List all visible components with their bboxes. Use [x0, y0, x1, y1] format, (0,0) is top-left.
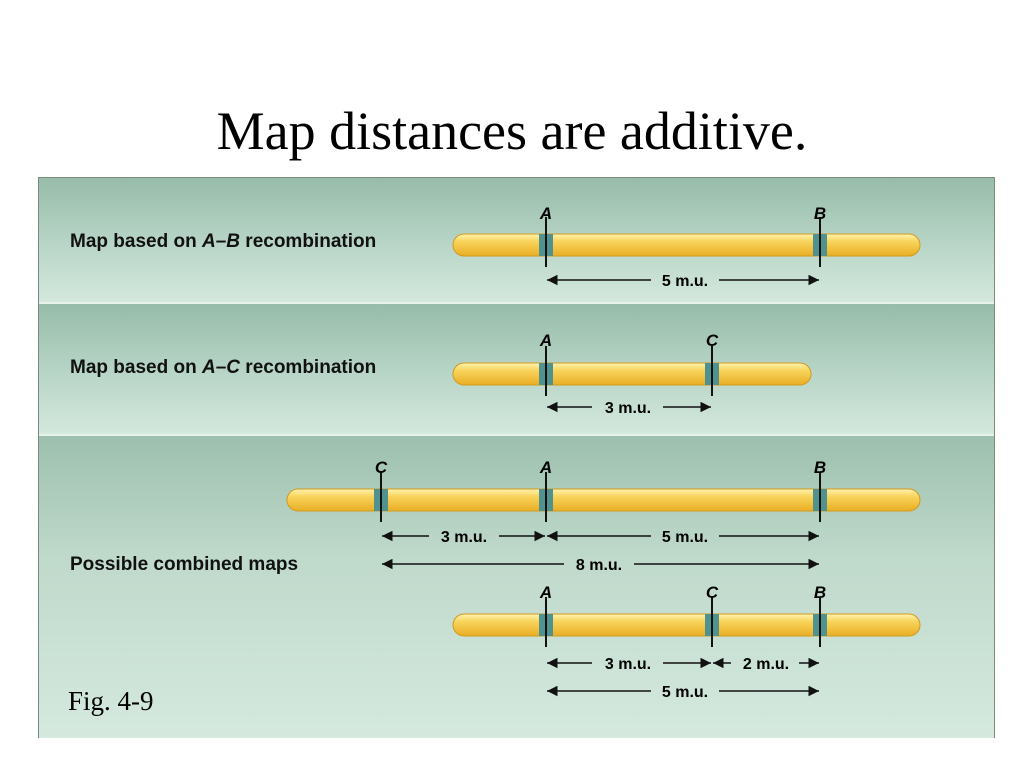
distance-label-cb2: 2 m.u. [743, 656, 789, 673]
locus-label-a: A [539, 331, 552, 350]
locus-label-b: B [814, 204, 826, 223]
locus-label-a: A [539, 458, 552, 477]
locus-label-c: C [706, 583, 719, 602]
chromosome-ab [452, 233, 921, 257]
locus-label-a: A [539, 583, 552, 602]
chromosome-ac [452, 362, 812, 386]
figure-caption: Fig. 4-9 [68, 686, 154, 716]
locus-label-a: A [539, 204, 552, 223]
distance-label-ab2: 5 m.u. [662, 529, 708, 546]
locus-label-c: C [706, 331, 719, 350]
slide-title: Map distances are additive. [216, 101, 808, 161]
row-label-combined: Possible combined maps [70, 554, 299, 575]
panel-combined [39, 436, 994, 738]
chromosome-cab [286, 488, 921, 512]
figure-panel: Map based on A–B recombination Map based… [38, 177, 995, 738]
distance-label-ab3: 5 m.u. [662, 684, 708, 701]
row-label-ab: Map based on A–B recombination [70, 231, 377, 252]
row-label-ac: Map based on A–C recombination [70, 357, 377, 378]
locus-label-c: C [375, 458, 388, 477]
chromosome-acb [452, 613, 921, 637]
distance-label-ac2: 3 m.u. [605, 656, 651, 673]
distance-label-ac: 3 m.u. [605, 400, 651, 417]
locus-label-b: B [814, 458, 826, 477]
locus-label-b: B [814, 583, 826, 602]
distance-label-cb: 8 m.u. [576, 557, 622, 574]
linkage-map-diagram: A B 5 m.u. A C 3 m.u. C A B 3 m.u. 5 m [286, 204, 921, 701]
distance-label-ab: 5 m.u. [662, 273, 708, 290]
distance-label-ca: 3 m.u. [441, 529, 487, 546]
